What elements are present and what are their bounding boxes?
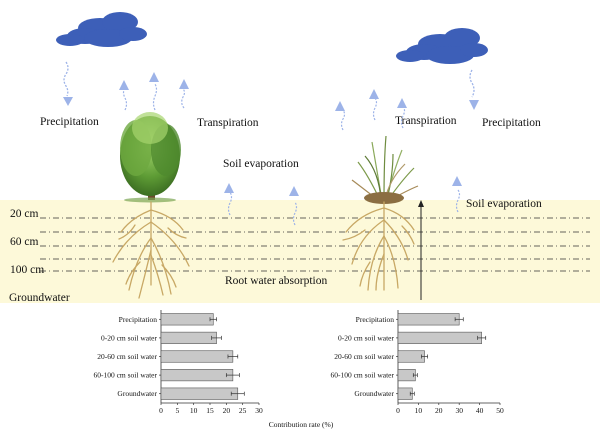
precipitation-right-arrow: [469, 69, 479, 110]
chart2-x-tick-label: 50: [496, 406, 504, 415]
chart1-x-tick-label: 25: [239, 406, 247, 415]
chart2-category-label: 0-20 cm soil water: [338, 333, 395, 342]
chart1-x-tick-label: 30: [255, 406, 263, 415]
soil-band: [0, 200, 600, 303]
chart2-category-label: 20-60 cm soil water: [334, 352, 394, 361]
chart1-bar: [160, 350, 234, 363]
chart2-bar: [397, 369, 416, 382]
cloud-left-icon: [56, 12, 147, 47]
chart-left: Precipitation 0-20 cm soil water 20-60 cm …: [93, 310, 334, 429]
chart2-x-tick-label: 10: [415, 406, 423, 415]
chart1-category-label: 20-60 cm soil water: [97, 352, 157, 361]
transpiration-right-label: Transpiration: [395, 115, 457, 127]
precipitation-left-arrow: [63, 61, 73, 106]
chart2-x-tick-label: 30: [455, 406, 463, 415]
depth-lines: [40, 217, 590, 272]
root-absorption-label: Root water absorption: [225, 275, 328, 287]
chart1-x-tick-label: 20: [223, 406, 231, 415]
chart2-category-label: 60-100 cm soil water: [330, 371, 394, 380]
chart1-x-tick-label: 10: [190, 406, 198, 415]
depth-60-label: 60 cm: [10, 236, 39, 248]
cloud-right-icon: [396, 28, 488, 64]
chart2-bar: [397, 350, 425, 363]
precipitation-left-label: Precipitation: [40, 116, 99, 128]
chart-right: Precipitation 0-20 cm soil water 20-60 cm …: [330, 310, 504, 415]
chart1-bar: [160, 387, 239, 400]
chart2-x-tick-label: 0: [396, 406, 400, 415]
chart2-category-label: Precipitation: [356, 315, 395, 324]
chart1-x-tick-label: 0: [159, 406, 163, 415]
tree-roots: [112, 201, 190, 299]
chart2-category-label: Groundwater: [354, 389, 394, 398]
groundwater-label: Groundwater: [9, 292, 70, 304]
transpiration-left-arrows: [119, 72, 189, 111]
grass-icon: [351, 135, 419, 204]
chart2-bar: [397, 331, 482, 344]
chart1-category-label: Groundwater: [117, 389, 157, 398]
chart1-bar: [160, 331, 217, 344]
transpiration-right-arrows: [335, 89, 407, 131]
chart2-x-tick-label: 20: [435, 406, 443, 415]
chart1-category-label: 0-20 cm soil water: [101, 333, 158, 342]
grass-roots: [342, 201, 415, 291]
chart1-x-tick-label: 5: [175, 406, 179, 415]
chart2-bar: [397, 313, 460, 326]
transpiration-left-label: Transpiration: [197, 117, 259, 129]
soil-evaporation-arrows: [224, 176, 462, 226]
chart2-x-tick-label: 40: [476, 406, 484, 415]
soil-evaporation-left-label: Soil evaporation: [223, 158, 299, 170]
precipitation-right-label: Precipitation: [482, 117, 541, 129]
depth-100-label: 100 cm: [10, 264, 45, 276]
tree-icon: [120, 112, 181, 203]
groundwater-arrow: [418, 200, 424, 300]
chart1-category-label: 60-100 cm soil water: [93, 371, 157, 380]
chart1-bar: [160, 369, 234, 382]
chart1-category-label: Precipitation: [119, 315, 158, 324]
chart1-x-label: Contribution rate (%): [269, 420, 334, 429]
soil-evaporation-right-label: Soil evaporation: [466, 198, 542, 210]
chart1-bar: [160, 313, 214, 326]
depth-20-label: 20 cm: [10, 208, 39, 220]
chart1-x-tick-label: 15: [206, 406, 214, 415]
